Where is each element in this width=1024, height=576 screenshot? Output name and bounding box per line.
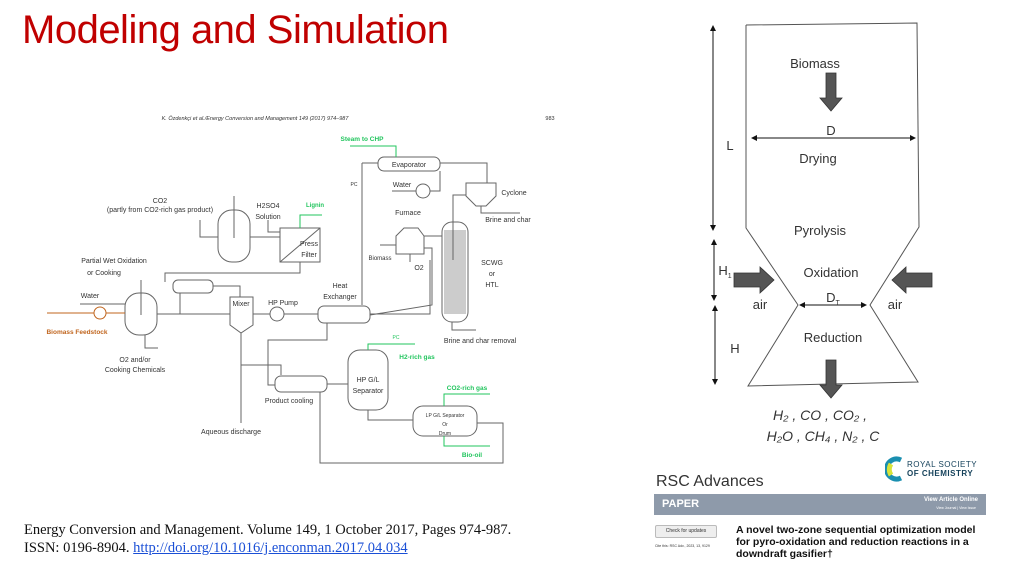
gasifier-outline <box>745 22 920 387</box>
products-line-1: H₂ , CO , CO₂ , <box>773 407 867 423</box>
cite-this: Cite this: RSC Adv., 2023, 13, 9129 <box>655 544 710 548</box>
pump-shape <box>415 183 431 199</box>
product-cooling-exchanger <box>274 375 328 393</box>
label-L: L <box>726 138 733 153</box>
rsc-paper-title: A novel two-zone sequential optimization… <box>736 524 976 560</box>
feed-pump-shape <box>93 306 107 320</box>
evaporator-shape <box>377 156 441 172</box>
paper-section-label: PAPER <box>662 498 700 510</box>
label-separator: Separator <box>353 388 384 395</box>
products-line-2: H₂O , CH₄ , N₂ , C <box>767 428 881 444</box>
label-furnace: Furnace <box>395 210 421 217</box>
label-cooking-chemicals: Cooking Chemicals <box>105 367 166 374</box>
label-solution: Solution <box>255 214 280 221</box>
scwg-reactor <box>441 221 469 323</box>
label-pc-2: PC <box>393 335 400 341</box>
label-air-right: air <box>888 297 903 312</box>
label-co2: CO2 <box>153 198 168 205</box>
rsc-logo-line2: OF CHEMISTRY <box>907 469 974 478</box>
label-D: D <box>826 123 835 138</box>
label-or: or <box>489 271 496 278</box>
label-water-top: Water <box>393 182 412 189</box>
rsc-journal-name: RSC Advances <box>656 473 764 490</box>
label-htl: HTL <box>485 282 498 289</box>
label-h2-rich-gas: H2-rich gas <box>399 354 435 361</box>
paper-header: K. Özdenkçi et al./Energy Conversion and… <box>162 115 350 122</box>
label-H: H <box>730 341 739 356</box>
label-product-cooling: Product cooling <box>265 398 313 405</box>
view-journal-issue-link[interactable]: View Journal | View Issue <box>936 506 976 510</box>
label-hp-gl: HP G/L <box>357 377 380 384</box>
label-DT: DT <box>826 290 840 307</box>
gasifier-diagram: Biomass D L Drying Pyrolysis H1 Oxidatio… <box>710 22 933 444</box>
label-or-cooking: or Cooking <box>87 270 121 277</box>
cyclone-shape <box>465 182 497 207</box>
label-pwo: Partial Wet Oxidation <box>81 258 147 265</box>
label-co2-rich-gas: CO2-rich gas <box>447 385 488 392</box>
label-heat: Heat <box>333 283 348 290</box>
rsc-logo-icon <box>884 456 903 482</box>
label-mixer: Mixer <box>232 301 250 308</box>
label-cyclone: Cyclone <box>501 190 526 197</box>
label-oxidation: Oxidation <box>804 265 859 280</box>
label-brine-char-removal: Brine and char removal <box>444 338 517 345</box>
products-down-arrow-icon <box>819 359 843 399</box>
label-press: Press <box>300 241 318 248</box>
label-drum: Drum <box>439 431 451 437</box>
heat-exchanger <box>317 305 371 324</box>
label-scwg: SCWG <box>481 260 503 267</box>
label-co2-note: (partly from CO2-rich gas product) <box>107 207 213 214</box>
label-air-left: air <box>753 297 768 312</box>
label-drying: Drying <box>799 151 837 166</box>
slide-title: Modeling and Simulation <box>22 8 449 52</box>
label-filter: Filter <box>301 252 317 259</box>
hp-pump-shape <box>269 306 285 322</box>
label-biomass-feedstock: Biomass Feedstock <box>46 329 107 336</box>
air-right-arrow-icon <box>891 266 933 294</box>
process-flowsheet: K. Özdenkçi et al./Energy Conversion and… <box>46 115 555 464</box>
paper-banner: PAPER View Article Online View Journal |… <box>654 494 986 515</box>
label-h2so4: H2SO4 <box>257 203 280 210</box>
view-article-online-link[interactable]: View Article Online <box>923 497 978 503</box>
small-heat-exchanger <box>172 279 214 294</box>
label-pyrolysis: Pyrolysis <box>794 223 847 238</box>
doi-link[interactable]: http://doi.org/10.1016/j.enconman.2017.0… <box>133 540 408 556</box>
label-lp-or: Or <box>442 422 448 428</box>
label-bio-oil: Bio-oil <box>462 452 482 459</box>
label-steam-to-chp: Steam to CHP <box>341 136 385 143</box>
rsc-logo-line1: ROYAL SOCIETY <box>907 460 978 469</box>
page-number: 983 <box>545 116 554 122</box>
label-o2: O2 <box>414 265 423 272</box>
label-water: Water <box>81 293 100 300</box>
label-reduction: Reduction <box>804 330 863 345</box>
label-lignin: Lignin <box>306 203 324 209</box>
label-aqueous-discharge: Aqueous discharge <box>201 429 261 436</box>
label-exchanger: Exchanger <box>323 294 357 301</box>
label-biomass: Biomass <box>790 56 840 71</box>
mixer-shape <box>229 296 254 334</box>
air-left-arrow-icon <box>733 266 775 294</box>
label-o2-andor: O2 and/or <box>119 357 151 364</box>
lp-separator <box>412 405 478 437</box>
furnace-shape <box>395 227 425 255</box>
label-pc: PC <box>351 182 358 188</box>
label-hp-pump: HP Pump <box>268 300 298 307</box>
label-biomass: Biomass <box>368 256 391 262</box>
label-brine-char: Brine and char <box>485 217 531 224</box>
label-lp-gl: LP G/L Separator <box>426 413 465 419</box>
citation: Energy Conversion and Management. Volume… <box>24 521 544 557</box>
label-H1: H1 <box>718 263 731 280</box>
citation-text: Energy Conversion and Management. Volume… <box>24 522 512 556</box>
rsc-logo: ROYAL SOCIETY OF CHEMISTRY <box>884 456 985 486</box>
check-for-updates-button[interactable]: Check for updates <box>655 525 717 538</box>
label-evaporator: Evaporator <box>392 162 427 169</box>
biomass-down-arrow-icon <box>819 72 843 112</box>
